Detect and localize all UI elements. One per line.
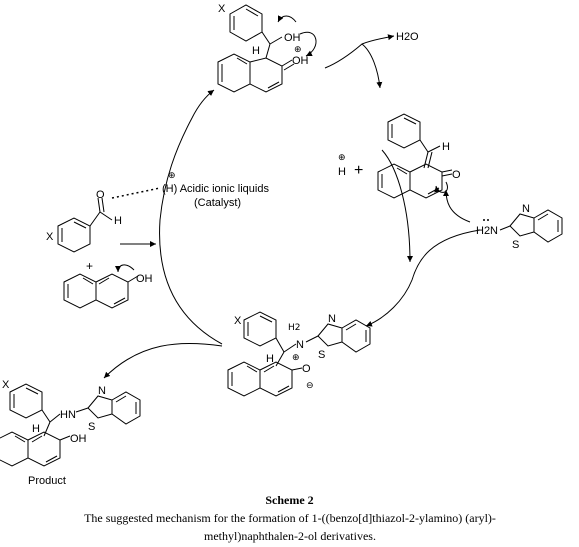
zw-h2: H2 bbox=[288, 323, 301, 333]
qm-o: O bbox=[452, 169, 461, 181]
zw-o: O bbox=[302, 363, 311, 375]
zw-o-charge: ⊖ bbox=[306, 381, 314, 391]
cycle-arrow-left bbox=[159, 89, 223, 345]
plus-sign: + bbox=[354, 162, 363, 179]
zw-h: H bbox=[266, 353, 274, 365]
h-label: H bbox=[252, 45, 260, 57]
aldehyde-x: X bbox=[46, 231, 54, 243]
proton-charge: ⊕ bbox=[338, 153, 346, 163]
naphthol-ring-b bbox=[95, 273, 129, 309]
product: X H HN N S OH bbox=[0, 379, 141, 467]
thiazole-n: N bbox=[522, 203, 530, 215]
zw-n-charge: ⊕ bbox=[292, 353, 300, 363]
hydroxyl-label: OH bbox=[284, 32, 301, 44]
product-x: X bbox=[2, 379, 10, 391]
product-phenyl bbox=[9, 383, 43, 419]
aldehyde-h: H bbox=[114, 215, 122, 227]
zw-n: N bbox=[328, 313, 336, 325]
naphthol-ring-a bbox=[63, 273, 97, 309]
zw-nh: N bbox=[296, 339, 304, 351]
aldehyde-o: O bbox=[96, 189, 105, 201]
qm-ring-b bbox=[409, 163, 443, 199]
caption-text: The suggested mechanism for the formatio… bbox=[84, 511, 496, 543]
product-h: H bbox=[32, 423, 40, 435]
reaction-scheme: X OH H OH ⊕ H2O H ⊕ + H bbox=[0, 3, 563, 487]
zw-phenyl bbox=[243, 311, 277, 347]
aminobenzothiazole: H2N N S bbox=[443, 189, 563, 251]
product-naph-a bbox=[0, 431, 29, 467]
catalyst-line2: (Catalyst) bbox=[194, 197, 241, 209]
caption-title: Scheme 2 bbox=[265, 493, 314, 507]
ring-a bbox=[217, 53, 251, 93]
proton-h: H bbox=[338, 166, 346, 178]
product-benzo bbox=[111, 391, 141, 425]
top-intermediate: X OH H OH ⊕ bbox=[217, 3, 317, 93]
catalyst-charge: ⊕ bbox=[168, 171, 176, 181]
qm-ring-a bbox=[377, 163, 411, 199]
quinone-methide: H O bbox=[377, 113, 461, 199]
phenyl-ring bbox=[229, 4, 263, 42]
zwitterion-intermediate: X H N H2 ⊕ N S O ⊖ bbox=[227, 311, 371, 397]
naphthol: OH bbox=[63, 264, 153, 309]
zw-naph-a bbox=[227, 361, 261, 397]
catalyst-line1: (H) Acidic ionic liquids bbox=[162, 183, 269, 195]
product-oh: OH bbox=[70, 433, 87, 445]
product-naph-b bbox=[27, 431, 61, 467]
zw-x: X bbox=[234, 315, 242, 327]
thiazole-ring bbox=[509, 213, 535, 237]
benzo-ring bbox=[533, 209, 563, 243]
product-label: Product bbox=[28, 475, 66, 487]
product-s: S bbox=[88, 421, 95, 433]
water-label: H2O bbox=[396, 31, 419, 43]
ring-b bbox=[249, 57, 283, 93]
product-thiazole bbox=[87, 395, 113, 419]
benzaldehyde: X O H bbox=[46, 189, 122, 253]
aldehyde-ring bbox=[57, 217, 91, 253]
plus-sign-2: + bbox=[86, 259, 93, 273]
qm-phenyl bbox=[387, 113, 421, 149]
oxonium-label: OH bbox=[292, 55, 309, 67]
zw-naph-b bbox=[259, 361, 293, 397]
substituent-x: X bbox=[218, 3, 226, 15]
zw-s: S bbox=[318, 349, 325, 361]
product-hn: HN bbox=[60, 409, 76, 421]
positive-charge: ⊕ bbox=[294, 45, 302, 55]
zw-thiazole bbox=[317, 323, 343, 347]
zw-benzo bbox=[341, 319, 371, 353]
amine-h2n: H2N bbox=[476, 225, 498, 237]
qm-h: H bbox=[442, 141, 450, 153]
product-n: N bbox=[98, 385, 106, 397]
product-arrow bbox=[103, 342, 223, 379]
thiazole-s: S bbox=[512, 239, 519, 251]
naphthol-oh: OH bbox=[136, 273, 153, 285]
